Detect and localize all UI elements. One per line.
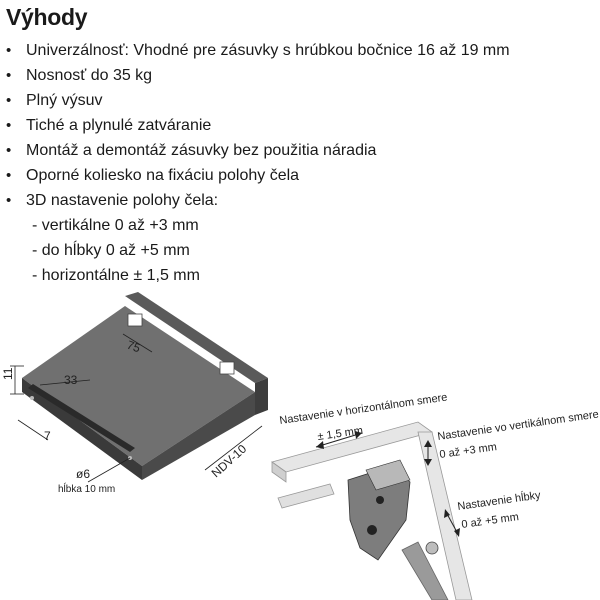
feature-text: Univerzálnosť: Vhodné pre zásuvky s hrúb… [26,42,510,59]
model-leader-line [204,425,263,471]
runner-rail [401,541,449,600]
front-panel-top [271,421,433,473]
feature-list: • Univerzálnosť: Vhodné pre zásuvky s hrú… [6,38,510,288]
drawer-back-edge [255,378,268,415]
feature-item: • 3D nastavenie polohy čela: - vertikálne… [6,188,510,288]
sub-item: - vertikálne 0 až +3 mm [32,217,199,234]
feature-text: Tiché a plynulé zatváranie [26,117,212,134]
arrow-head-icon [444,509,450,518]
arrow-head-icon [424,440,432,447]
front-panel-edge [271,461,287,483]
rear-clip-icon [219,361,235,375]
drill-hole-icon [30,396,34,400]
adjustment-illustration: Nastavenie v horizontálnom smere ± 1,5 m… [271,392,600,600]
dim-33-line [39,379,91,386]
drawer-side-bar [277,483,335,509]
feature-text: Plný výsuv [26,92,103,109]
vertical-adjust-title: Nastavenie vo vertikálnom smere [437,408,600,443]
drawer-side-face [142,392,255,480]
feature-text: 3D nastavenie polohy čela: [26,192,219,209]
sub-item: - do hĺbky 0 až +5 mm [32,242,190,259]
dim-75-label: 75 [125,338,143,356]
feature-item: • Tiché a plynulé zatváranie [6,113,510,138]
front-panel-side [417,431,473,600]
dim-11-label: 11 [1,367,15,380]
dim-33-label: 33 [64,373,78,387]
feature-item: • Oporné koliesko na fixáciu polohy čela [6,163,510,188]
drawer-back-top [125,292,268,383]
adjuster-plate-icon [365,459,411,491]
hole-depth-label: hĺbka 10 mm [58,482,115,495]
drawer-illustration: 75 33 11 7 NDV-10 ø6 hĺbka 10 mm [1,292,268,495]
front-clip-icon [127,313,143,327]
horizontal-adjust-title: Nastavenie v horizontálnom smere [279,392,448,427]
dim-7-label: 7 [44,429,51,443]
bullet-icon: • [6,92,12,109]
feature-item: • Univerzálnosť: Vhodné pre zásuvky s hrú… [6,38,510,63]
bullet-icon: • [6,117,12,134]
depth-arrow-icon [445,511,459,535]
adjuster-screw-icon [376,496,384,504]
bullet-icon: • [6,67,12,84]
hole-leader-line [87,457,131,483]
bullet-icon: • [6,42,12,59]
dim-75-line [122,333,153,353]
hole-diameter-label: ø6 [76,467,90,481]
arrow-head-icon [355,431,362,439]
adjuster-mechanism-icon [347,465,411,561]
support-wheel-icon [425,541,439,555]
bullet-icon: • [6,167,12,184]
feature-item: • Nosnosť do 35 kg [6,63,510,88]
depth-adjust-title: Nastavenie hĺbky [457,488,542,513]
drill-hole-icon [128,456,132,460]
feature-text: Montáž a demontáž zásuvky bez použitia n… [26,142,377,159]
feature-item: • Montáž a demontáž zásuvky bez použitia … [6,138,510,163]
feature-item: • Plný výsuv [6,88,510,113]
arrow-head-icon [454,528,460,537]
model-label: NDV-10 [209,441,250,480]
adjuster-screw-icon [367,525,377,535]
drawer-front-face [22,378,142,480]
sub-item: - horizontálne ± 1,5 mm [32,267,200,284]
feature-text: Oporné koliesko na fixáciu polohy čela [26,167,300,184]
bullet-icon: • [6,142,12,159]
dim-7-line [17,419,49,441]
arrow-head-icon [424,459,432,466]
adjustment-sublist: - vertikálne 0 až +3 mm - do hĺbky 0 až … [32,213,510,288]
vertical-adjust-value: 0 až +3 mm [439,441,498,461]
page-title: Výhody [6,4,88,30]
bullet-icon: • [6,192,12,209]
arrow-head-icon [316,441,324,449]
feature-text: Nosnosť do 35 kg [26,67,153,84]
drawer-groove [28,384,135,452]
horizontal-arrow-icon [315,432,363,448]
drawer-top-surface [22,306,255,466]
horizontal-adjust-value: ± 1,5 mm [317,425,364,443]
depth-adjust-value: 0 až +5 mm [461,511,520,531]
